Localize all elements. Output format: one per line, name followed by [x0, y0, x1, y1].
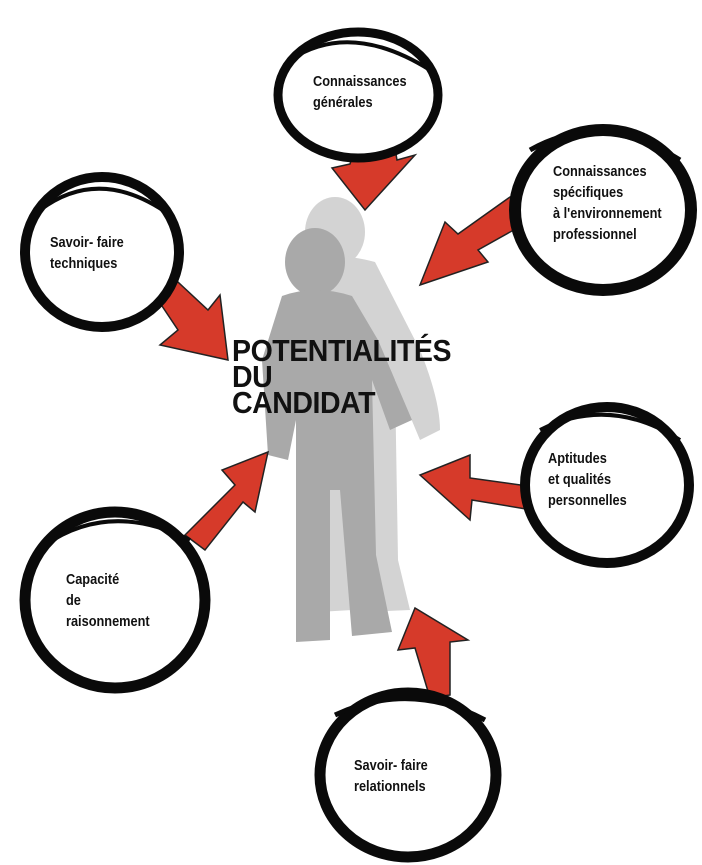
ring-generales	[273, 27, 443, 163]
center-title-line3: CANDIDAT	[232, 385, 376, 420]
silhouette-front	[262, 228, 412, 642]
label-capacite-raisonnement: Capacité de raisonnement	[66, 570, 150, 633]
ring-specifiques	[509, 124, 697, 296]
center-title-line1: POTENTIALITÉS	[232, 333, 452, 368]
label-connaissances-specifiques: Connaissances spécifiques à l'environnem…	[553, 162, 662, 246]
arrows	[149, 107, 536, 699]
ring-relationnels	[314, 687, 502, 863]
center-title-line2: DU	[232, 359, 273, 394]
label-savoir-faire-techniques: Savoir- faire techniques	[50, 233, 124, 275]
label-line: relationnels	[354, 779, 426, 795]
label-line: spécifiques	[553, 185, 624, 201]
label-line: Connaissances	[553, 164, 647, 180]
candidate-silhouette	[262, 197, 440, 642]
label-line: et qualités	[548, 472, 612, 488]
label-line: professionnel	[553, 227, 637, 243]
label-line: Savoir- faire	[50, 235, 124, 251]
label-line: de	[66, 593, 81, 609]
label-line: générales	[313, 95, 373, 111]
label-line: Aptitudes	[548, 451, 607, 467]
center-title: POTENTIALITÉS DU CANDIDAT	[232, 333, 452, 420]
label-line: à l'environnement	[553, 206, 662, 222]
ring-raisonnement	[19, 506, 211, 694]
label-line: Connaissances	[313, 74, 407, 90]
label-line: techniques	[50, 256, 118, 272]
arrow-relationnels	[396, 606, 471, 699]
arrow-aptitudes	[418, 453, 536, 522]
label-connaissances-generales: Connaissances générales	[313, 72, 407, 114]
ring-aptitudes	[520, 402, 694, 568]
label-line: raisonnement	[66, 614, 150, 630]
label-line: Savoir- faire	[354, 758, 428, 774]
ring-techniques	[20, 172, 184, 332]
rings	[19, 27, 697, 863]
arrow-raisonnement	[183, 450, 270, 552]
label-line: personnelles	[548, 493, 627, 509]
label-savoir-faire-relationnels: Savoir- faire relationnels	[354, 756, 428, 798]
label-line: Capacité	[66, 572, 120, 588]
label-aptitudes: Aptitudes et qualités personnelles	[548, 449, 627, 512]
